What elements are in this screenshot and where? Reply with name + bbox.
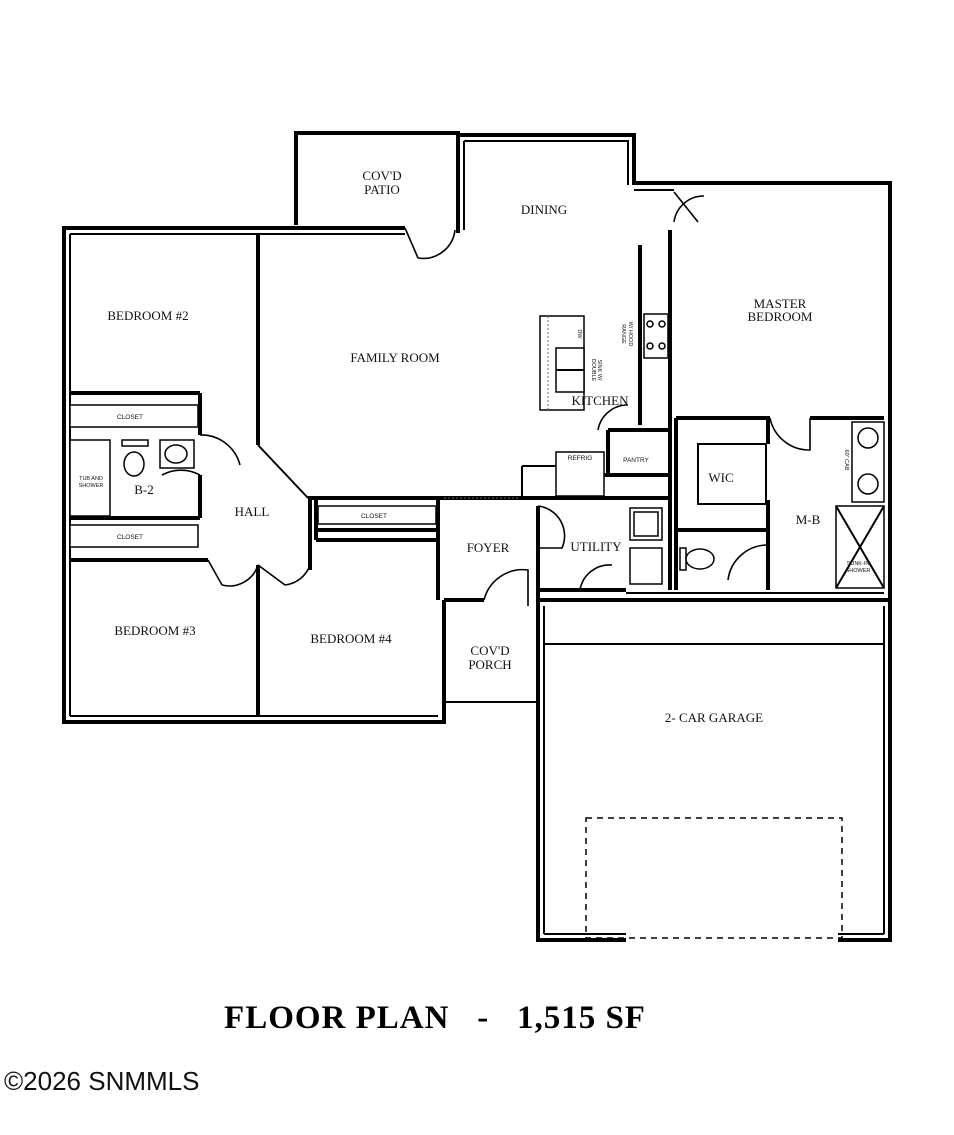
room-labels: COV'D PATIO DINING BEDROOM #2 FAMILY ROO…: [79, 168, 871, 725]
label-closet-b4: CLOSET: [361, 513, 387, 520]
label-closet-b2-top: CLOSET: [117, 414, 143, 421]
fixtures: [69, 313, 885, 589]
label-bath-2: B-2: [134, 482, 154, 497]
label-closet-b2-bottom: CLOSET: [117, 534, 143, 541]
label-tub-1: TUB AND: [79, 476, 103, 482]
label-dining: DINING: [521, 202, 567, 217]
label-bedroom-3: BEDROOM #3: [114, 623, 195, 638]
label-sink-1: DOUBLE: [590, 359, 596, 382]
label-kitchen: KITCHEN: [571, 393, 629, 408]
label-family-room: FAMILY ROOM: [350, 350, 440, 365]
label-bedroom-4: BEDROOM #4: [310, 631, 392, 646]
label-range-2: W/ HOOD: [627, 322, 633, 347]
label-bedroom-2: BEDROOM #2: [107, 308, 188, 323]
floor-plan-drawing: COV'D PATIO DINING BEDROOM #2 FAMILY ROO…: [62, 131, 892, 942]
copyright-watermark: ©2026 SNMMLS: [4, 1066, 200, 1096]
label-cab: 60" CAB: [843, 450, 849, 471]
floor-plan-caption: FLOOR PLAN - 1,515 SF: [224, 1000, 646, 1036]
label-patio-1: COV'D: [362, 168, 401, 183]
label-master-2: BEDROOM: [747, 309, 812, 324]
doors: [161, 191, 811, 606]
label-garage: 2- CAR GARAGE: [665, 710, 763, 725]
label-utility: UTILITY: [570, 539, 622, 554]
label-porch-1: COV'D: [470, 643, 509, 658]
label-shower-1: SUNK-IN: [847, 561, 870, 567]
label-porch-2: PORCH: [468, 657, 511, 672]
label-foyer: FOYER: [467, 540, 510, 555]
label-dw: DW: [576, 329, 582, 339]
label-range-1: RANGE: [620, 324, 626, 344]
label-patio-2: PATIO: [364, 182, 400, 197]
label-master-1: MASTER: [754, 296, 807, 311]
label-refrig: REFRIG: [568, 455, 593, 462]
label-hall: HALL: [235, 504, 270, 519]
label-shower-2: SHOWER: [846, 568, 871, 574]
label-tub-2: SHOWER: [79, 483, 104, 489]
label-sink-2: SINK W/: [596, 359, 602, 381]
label-wic: WIC: [708, 470, 733, 485]
label-master-bath: M-B: [796, 512, 821, 527]
label-pantry: PANTRY: [623, 457, 649, 464]
walls: [62, 131, 892, 942]
